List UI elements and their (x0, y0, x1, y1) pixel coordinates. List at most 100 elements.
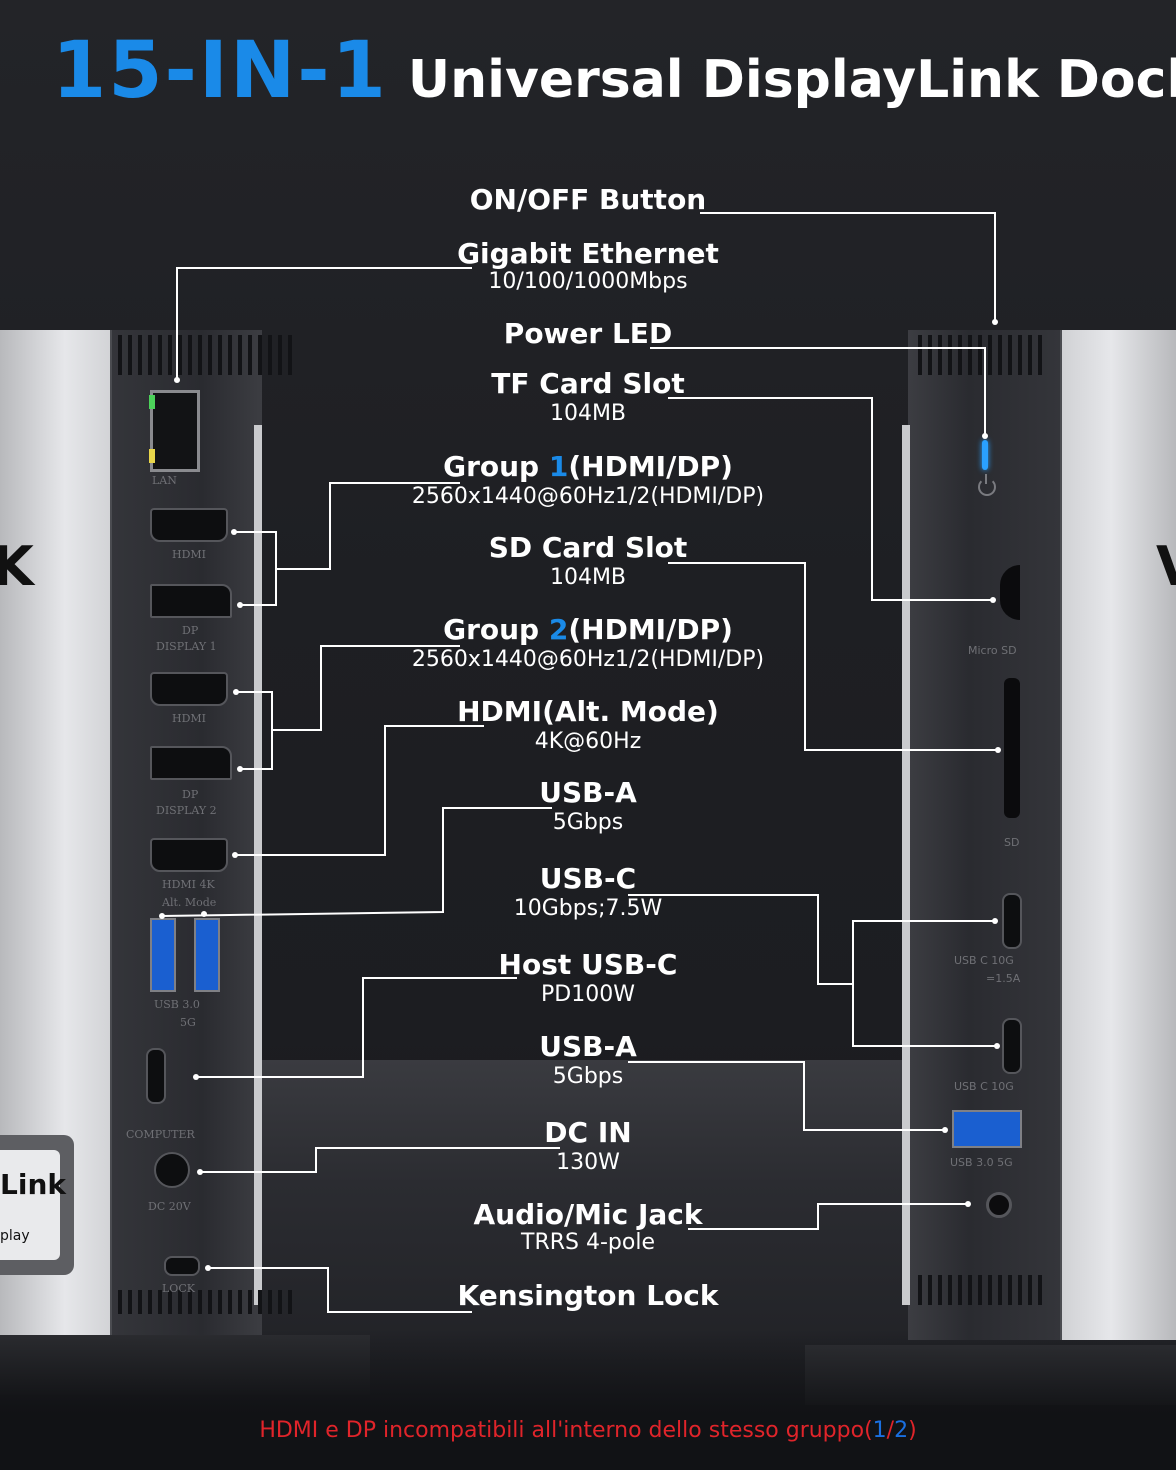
label-spec: TRRS 4-pole (521, 1230, 655, 1255)
port-label-hdmi-4k: HDMI 4K (162, 878, 215, 891)
dc-in-port (154, 1152, 190, 1188)
right-top-vent (918, 335, 1042, 375)
usb-c-port-1 (1002, 893, 1022, 949)
label-kensington-lock: Kensington Lock (388, 1280, 788, 1312)
label-title: USB-C (539, 862, 637, 895)
label-spec: 4K@60Hz (534, 729, 642, 754)
headline: 15-IN-1 Universal DisplayLink Dock (52, 26, 1176, 126)
label-on-off-button: ON/OFF Button (388, 184, 788, 216)
right-bottom-vent (918, 1275, 1042, 1305)
power-icon-bar (985, 474, 987, 484)
port-label-usb-c-1: USB C 10G (954, 954, 1014, 967)
port-label-lock: LOCK (162, 1282, 195, 1295)
lan-led-yellow (149, 449, 155, 463)
note-text: HDMI e DP incompatibili all'interno dell… (259, 1418, 873, 1443)
left-dock-port-panel (110, 330, 262, 1340)
port-label-hdmi-2: HDMI (172, 712, 207, 725)
hdmi-port-group1 (150, 508, 228, 542)
compatibility-note: HDMI e DP incompatibili all'interno dell… (0, 1418, 1176, 1443)
lan-led-green (149, 395, 155, 409)
port-label-alt-mode: Alt. Mode (162, 896, 217, 909)
right-dock-stand (805, 1345, 1176, 1405)
host-usb-c-port (146, 1048, 166, 1104)
badge-subtext: play (0, 1228, 30, 1244)
label-title-post: (HDMI/DP) (568, 450, 733, 483)
label-spec: 130W (556, 1150, 620, 1175)
note-slash: / (886, 1418, 895, 1443)
dp-port-group2 (150, 746, 232, 780)
left-top-vent (118, 335, 292, 375)
label-power-led: Power LED (388, 318, 788, 350)
usb-a-port-2 (194, 918, 220, 992)
ethernet-port (149, 390, 200, 472)
tf-card-slot (1000, 565, 1020, 620)
port-label-lan: LAN (152, 474, 177, 487)
usb-a-port-right (952, 1110, 1022, 1148)
label-title: Audio/Mic Jack (473, 1198, 703, 1231)
label-title-pre: Group (443, 613, 549, 646)
label-spec: 5Gbps (552, 1064, 624, 1089)
power-led (982, 440, 988, 470)
label-title: DC IN (544, 1116, 632, 1149)
left-dock-edge (254, 425, 262, 1305)
port-label-dc: DC 20V (148, 1200, 191, 1213)
label-hdmi-alt-mode: HDMI(Alt. Mode)4K@60Hz (388, 696, 788, 756)
label-spec: 2560x1440@60Hz1/2(HDMI/DP) (411, 647, 765, 672)
hdmi-alt-mode-port (150, 838, 228, 872)
label-spec: 10/100/1000Mbps (488, 269, 688, 294)
label-spec: 2560x1440@60Hz1/2(HDMI/DP) (411, 484, 765, 509)
port-label-usb30: USB 3.0 (154, 998, 200, 1011)
hdmi-port-group2 (150, 672, 228, 706)
port-label-display-2: DISPLAY 2 (156, 804, 217, 817)
label-title: Gigabit Ethernet (457, 237, 719, 270)
label-title: SD Card Slot (488, 531, 688, 564)
dock-logo-fragment-right: V (1156, 535, 1176, 598)
label-title: Host USB-C (498, 948, 678, 981)
dock-logo-fragment-left: K (0, 535, 34, 598)
group-number-1: 1 (548, 450, 569, 483)
port-label-dp-1: DP (182, 624, 199, 637)
badge-text: Link (0, 1168, 66, 1201)
label-title-pre: Group (443, 450, 549, 483)
right-dock-side (1058, 330, 1176, 1340)
label-title: ON/OFF Button (469, 183, 707, 216)
left-dock-stand (0, 1335, 370, 1395)
note-group-1: 1 (872, 1418, 887, 1443)
dp-port-group1 (150, 584, 232, 618)
label-spec: 104MB (549, 401, 627, 426)
label-spec: 104MB (549, 565, 627, 590)
sd-card-slot (1004, 678, 1020, 818)
label-title: HDMI(Alt. Mode) (457, 695, 719, 728)
kensington-slot (164, 1256, 200, 1276)
port-label-dp-2: DP (182, 788, 199, 801)
left-bottom-vent (118, 1290, 292, 1314)
label-title: USB-A (539, 1030, 637, 1063)
displaylink-badge-inner: Link play (0, 1150, 66, 1260)
port-label-usb30-5g: USB 3.0 5G (950, 1156, 1013, 1169)
port-label-usb-c-2: USB C 10G (954, 1080, 1014, 1093)
label-spec: 10Gbps;7.5W (513, 896, 663, 921)
label-title: Kensington Lock (457, 1279, 719, 1312)
power-icon[interactable] (978, 478, 996, 496)
label-title: USB-A (539, 776, 637, 809)
headline-count: 15-IN-1 (52, 26, 388, 116)
note-close: ) (908, 1418, 917, 1443)
label-title: Power LED (503, 317, 673, 350)
port-label-hdmi-1: HDMI (172, 548, 207, 561)
label-spec: PD100W (541, 982, 635, 1007)
label-title: TF Card Slot (491, 367, 685, 400)
port-label-power: =1.5A (986, 972, 1021, 985)
headline-product: Universal DisplayLink Dock (407, 50, 1176, 110)
usb-a-port-1 (150, 918, 176, 992)
port-label-display-1: DISPLAY 1 (156, 640, 217, 653)
audio-jack (986, 1192, 1012, 1218)
